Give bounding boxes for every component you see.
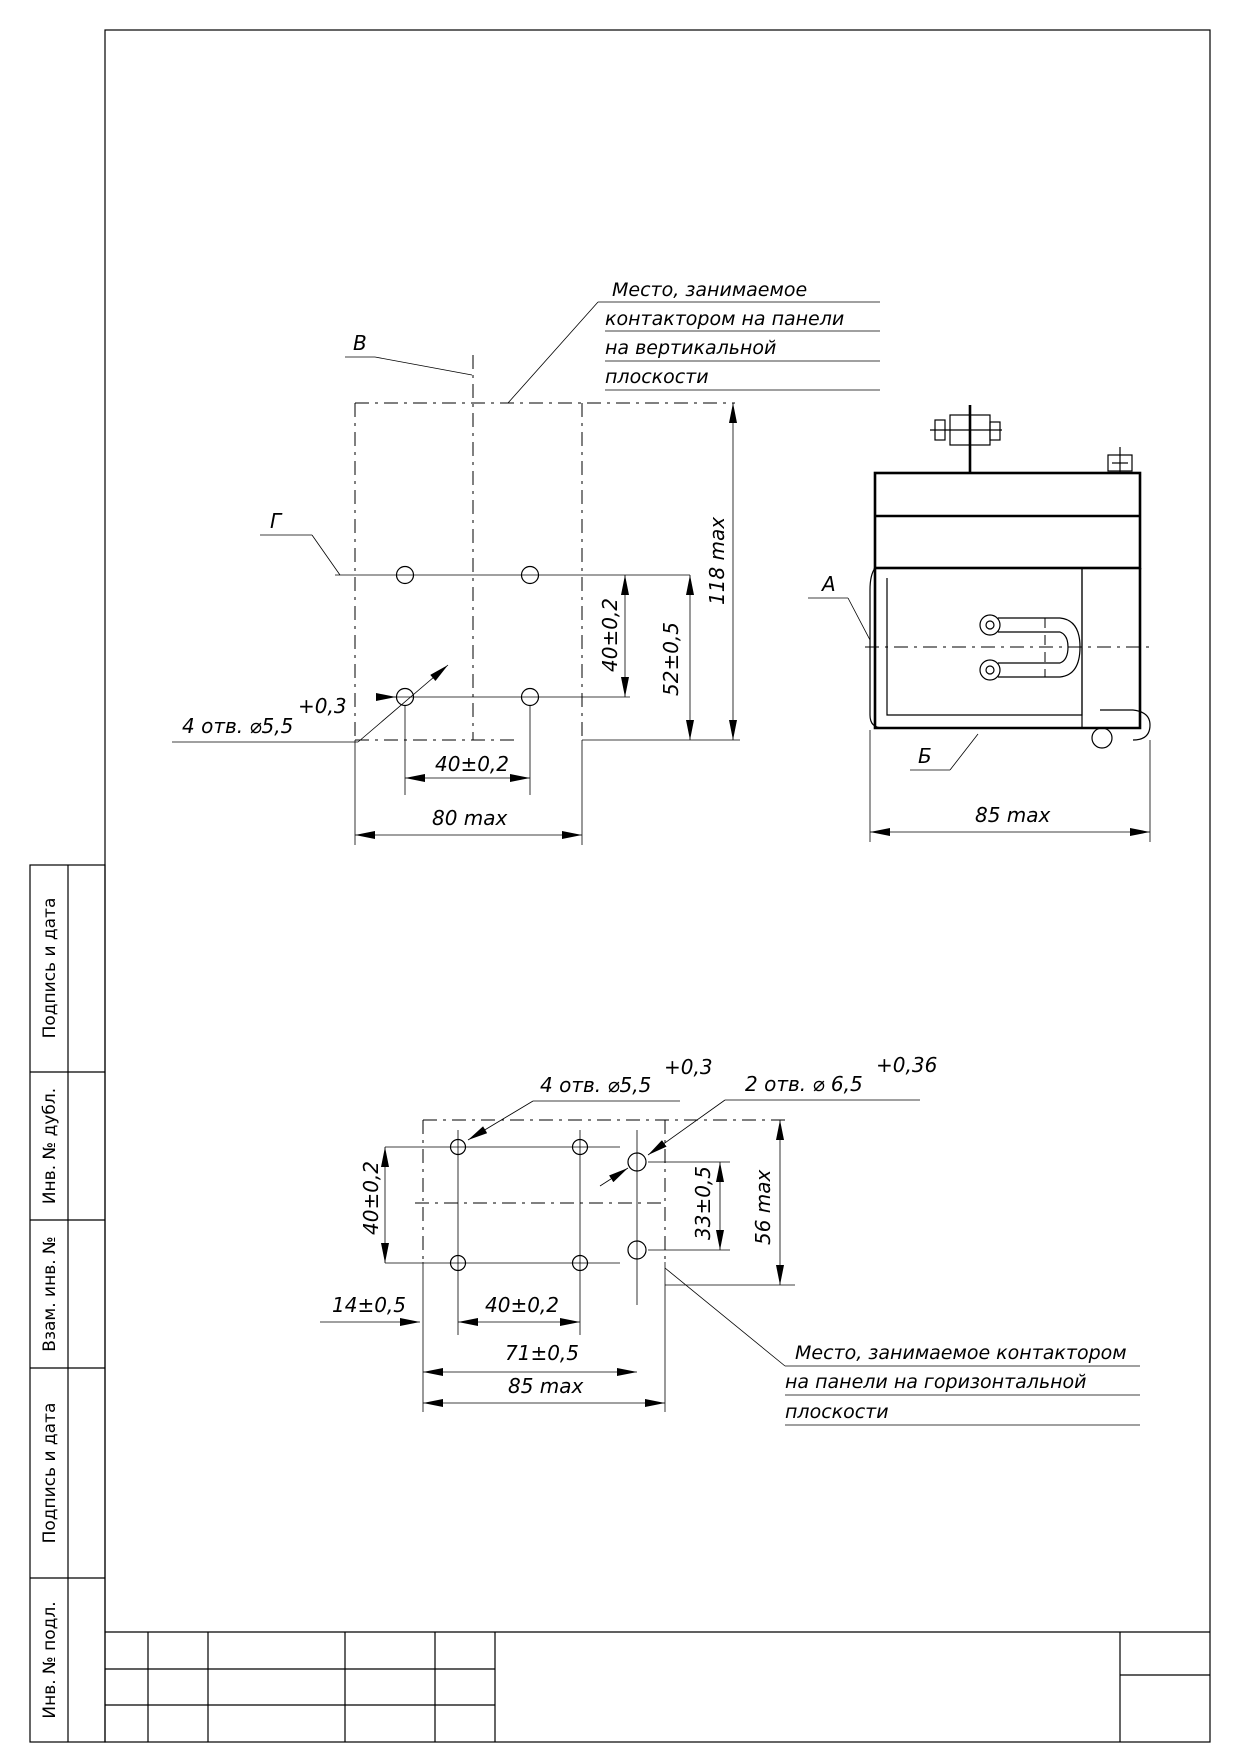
stamp-replaced-inv-number: Взам. инв. № bbox=[40, 1236, 60, 1351]
holes-note: 4 отв. ⌀5,5 bbox=[182, 714, 293, 738]
dim-40-horizontal-h: 40±0,2 bbox=[485, 1293, 559, 1317]
dim-33: 33±0,5 bbox=[691, 1166, 715, 1240]
contactor-side-view: А Б 85 max bbox=[808, 405, 1151, 842]
section-label-g: Г bbox=[270, 509, 283, 533]
dim-71: 71±0,5 bbox=[505, 1341, 579, 1365]
horizontal-mounting-view: 4 отв. ⌀5,5 +0,3 2 отв. ⌀ 6,5 +0,36 40±0… bbox=[320, 1053, 1140, 1426]
note-h-line-1: Место, занимаемое контактором bbox=[795, 1342, 1127, 1364]
note-line-2: контактором на панели bbox=[605, 308, 844, 330]
holes2-note: 2 отв. ⌀ 6,5 bbox=[745, 1072, 863, 1096]
stamp-dup-inv-number: Инв. № дубл. bbox=[40, 1088, 60, 1204]
note-h-line-3: плоскости bbox=[785, 1401, 889, 1423]
note-h-line-2: на панели на горизонтальной bbox=[785, 1371, 1087, 1393]
holes-tolerance: +0,3 bbox=[298, 694, 347, 718]
section-label-v: В bbox=[353, 331, 367, 355]
label-a: А bbox=[820, 572, 836, 596]
dim-40-vertical: 40±0,2 bbox=[598, 598, 622, 672]
mount-hole bbox=[449, 1254, 467, 1272]
side-stamp: Подпись и дата Инв. № дубл. Взам. инв. №… bbox=[29, 864, 106, 1743]
note-line-1: Место, занимаемое bbox=[612, 279, 807, 301]
label-b: Б bbox=[918, 744, 932, 768]
holes4-tolerance: +0,3 bbox=[664, 1055, 713, 1079]
dim-56: 56 max bbox=[751, 1169, 775, 1245]
dim-85-side: 85 max bbox=[975, 803, 1051, 827]
dim-40-vertical-h: 40±0,2 bbox=[359, 1161, 383, 1235]
title-block bbox=[105, 1631, 1210, 1742]
stamp-signature-date-2: Подпись и дата bbox=[40, 1403, 60, 1544]
dim-118: 118 max bbox=[705, 517, 729, 605]
vertical-mounting-view: 4 отв. ⌀5,5 +0,3 В Г Место, занимаемое к… bbox=[172, 279, 880, 845]
mount-hole-large bbox=[627, 1240, 647, 1260]
dim-52: 52±0,5 bbox=[659, 622, 683, 696]
mount-hole bbox=[449, 1138, 467, 1156]
holes4-note: 4 отв. ⌀5,5 bbox=[540, 1073, 651, 1097]
mount-hole bbox=[395, 565, 415, 585]
stamp-signature-date-1: Подпись и дата bbox=[40, 898, 60, 1039]
stamp-original-inv-number: Инв. № подл. bbox=[40, 1601, 60, 1718]
mount-hole bbox=[571, 1138, 589, 1156]
note-line-3: на вертикальной bbox=[605, 337, 776, 359]
dim-40-horizontal: 40±0,2 bbox=[435, 752, 509, 776]
holes2-tolerance: +0,36 bbox=[876, 1053, 937, 1077]
dim-14: 14±0,5 bbox=[332, 1293, 406, 1317]
dim-80: 80 max bbox=[432, 806, 508, 830]
note-line-4: плоскости bbox=[605, 366, 709, 388]
mount-hole-large bbox=[627, 1152, 647, 1172]
dim-85-h: 85 max bbox=[508, 1374, 584, 1398]
mount-hole bbox=[571, 1254, 589, 1272]
mount-hole bbox=[520, 565, 540, 585]
